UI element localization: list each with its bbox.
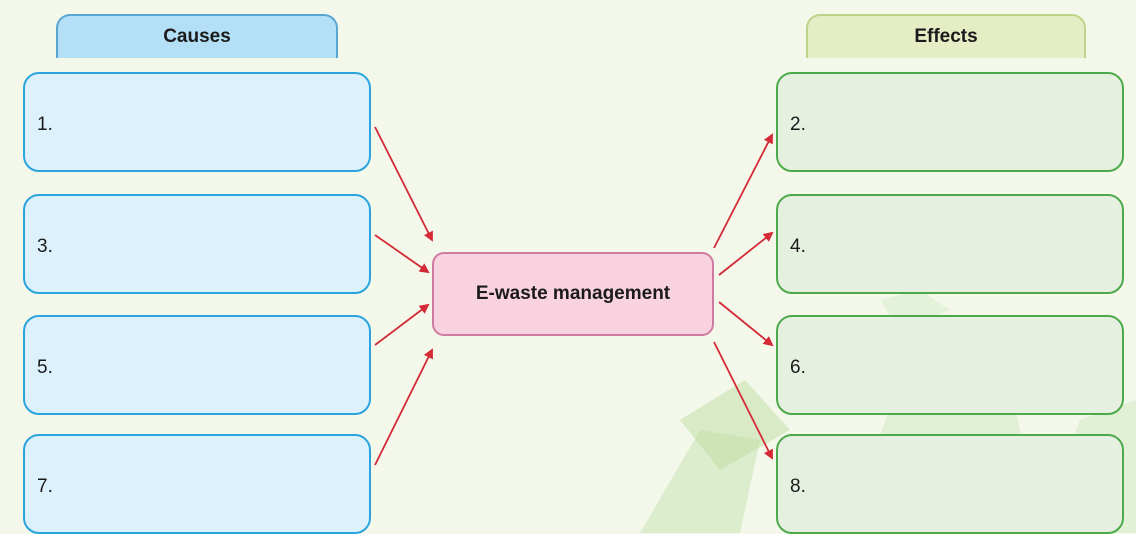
effect-number-4: 4.	[790, 236, 806, 257]
effect-box-6[interactable]: 6.	[776, 315, 1124, 415]
cause-number-5: 5.	[37, 357, 53, 378]
cause-box-1[interactable]: 1.	[23, 72, 371, 172]
cause-number-3: 3.	[37, 236, 53, 257]
effect-number-8: 8.	[790, 476, 806, 497]
cause-box-5[interactable]: 5.	[23, 315, 371, 415]
effect-box-4[interactable]: 4.	[776, 194, 1124, 294]
effects-header: Effects	[806, 14, 1086, 58]
causes-header: Causes	[56, 14, 338, 58]
effect-box-8[interactable]: 8.	[776, 434, 1124, 534]
center-topic-label: E-waste management	[475, 283, 671, 304]
center-topic-box: E-waste management	[432, 252, 714, 336]
cause-number-7: 7.	[37, 476, 53, 497]
effect-number-6: 6.	[790, 357, 806, 378]
cause-box-3[interactable]: 3.	[23, 194, 371, 294]
cause-box-7[interactable]: 7.	[23, 434, 371, 534]
effect-number-2: 2.	[790, 114, 806, 135]
effect-box-2[interactable]: 2.	[776, 72, 1124, 172]
cause-number-1: 1.	[37, 114, 53, 135]
